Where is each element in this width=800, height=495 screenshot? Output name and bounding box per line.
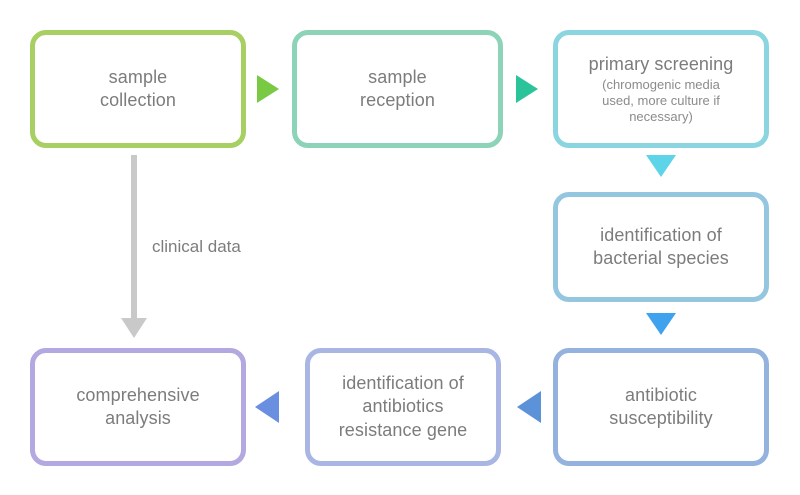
- arrow-screening-to-identification-icon: [646, 155, 676, 177]
- node-comprehensive-analysis[interactable]: comprehensive analysis: [30, 348, 246, 466]
- node-sample-reception[interactable]: sample reception: [292, 30, 503, 148]
- node-identification-species-label: identification of bacterial species: [593, 224, 729, 268]
- node-resistance-gene[interactable]: identification of antibiotics resistance…: [305, 348, 501, 466]
- arrow-collection-to-analysis-shaft: [131, 155, 137, 320]
- node-identification-species[interactable]: identification of bacterial species: [553, 192, 769, 302]
- arrow-collection-to-reception-icon: [257, 75, 279, 103]
- node-resistance-gene-label: identification of antibiotics resistance…: [338, 373, 468, 440]
- node-comprehensive-analysis-label: comprehensive analysis: [76, 384, 200, 428]
- node-primary-screening-sublabel: (chromogenic media used, more culture if…: [602, 77, 720, 124]
- arrow-identification-to-susceptibility-icon: [646, 313, 676, 335]
- node-antibiotic-susceptibility[interactable]: antibiotic susceptibility: [553, 348, 769, 466]
- connector-shaft: [131, 155, 137, 320]
- node-primary-screening[interactable]: primary screening (chromogenic media use…: [553, 30, 769, 148]
- clinical-data-edge-label: clinical data: [152, 237, 241, 256]
- arrow-reception-to-screening-icon: [516, 75, 538, 103]
- arrow-susceptibility-to-resistance-gene-icon: [517, 391, 541, 423]
- node-sample-collection-label: sample collection: [99, 66, 177, 110]
- node-primary-screening-label: primary screening: [588, 54, 734, 75]
- arrow-resistance-gene-to-analysis-icon: [255, 391, 279, 423]
- node-antibiotic-susceptibility-label: antibiotic susceptibility: [609, 384, 713, 428]
- arrow-collection-to-analysis-icon: [121, 318, 147, 338]
- node-sample-reception-label: sample reception: [360, 66, 435, 110]
- node-sample-collection[interactable]: sample collection: [30, 30, 246, 148]
